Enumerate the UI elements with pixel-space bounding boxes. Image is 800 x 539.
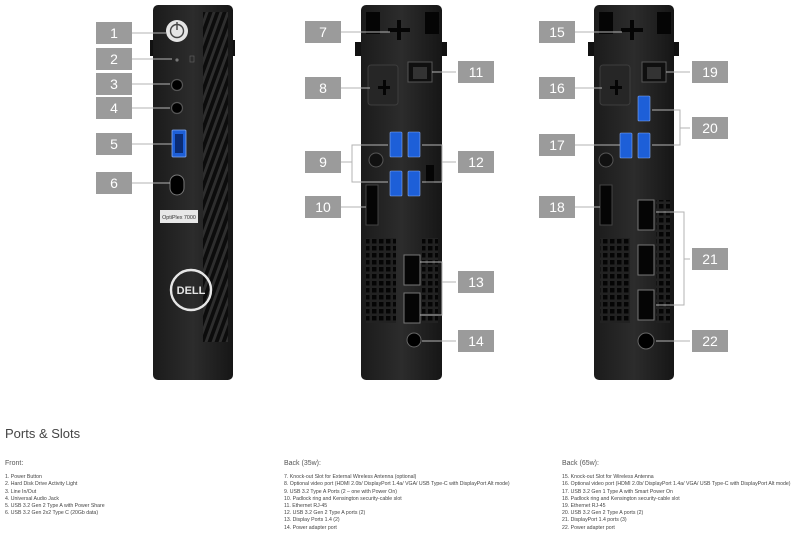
displayport-icon	[637, 199, 655, 231]
callout-5: 5	[96, 133, 132, 155]
line-in-out-jack-icon	[170, 78, 184, 92]
list-item: 12. USB 3.2 Gen 2 Type A ports (2)	[284, 510, 366, 517]
product-label-plate	[160, 210, 198, 223]
back-35w-chassis	[355, 5, 447, 380]
product-figure: OptiPlex 7000 DELL	[96, 5, 728, 380]
callout-11: 11	[458, 61, 494, 83]
list-item: 5. USB 3.2 Gen 2 Type A with Power Share	[5, 503, 105, 510]
back-35w-ports-column: Back (35w): 7. Knock-out Slot for Extern…	[284, 460, 510, 532]
displayport-icon	[637, 244, 655, 276]
list-item: 9. USB 3.2 Type A Ports (2 – one with Po…	[284, 488, 397, 495]
callout-12: 12	[458, 151, 494, 173]
list-item: 15. Knock-out Slot for Wireless Antenna	[562, 474, 654, 481]
product-label-text: OptiPlex 7000	[162, 215, 196, 221]
displayport-icon	[403, 254, 421, 286]
power-adapter-port-icon	[637, 332, 655, 350]
kensington-slot-icon	[365, 184, 379, 226]
universal-audio-jack-icon	[170, 101, 184, 115]
list-item: 7. Knock-out Slot for External Wireless …	[284, 474, 417, 481]
callout-8: 8	[305, 77, 341, 99]
callout-19: 19	[692, 61, 728, 83]
callout-21: 21	[692, 248, 728, 270]
section-title: Ports & Slots	[5, 426, 81, 441]
power-adapter-port-icon	[406, 332, 422, 348]
list-item: 18. Padlock ring and Kensington security…	[562, 495, 680, 502]
front-leader-lines	[132, 32, 172, 184]
back-65w-leader-lines	[570, 31, 690, 342]
callout-20: 20	[692, 117, 728, 139]
usb-a-port-icon	[637, 132, 651, 159]
list-item: 4. Universal Audio Jack	[5, 495, 59, 502]
back-35w-leader-lines	[336, 31, 456, 342]
column-title: Back (35w):	[284, 460, 321, 467]
callout-17: 17	[539, 134, 575, 156]
usb-c-port-icon	[169, 174, 185, 196]
callout-4: 4	[96, 97, 132, 119]
callout-22: 22	[692, 330, 728, 352]
list-item: 17. USB 3.2 Gen 1 Type A with Smart Powe…	[562, 488, 673, 495]
front-chassis: OptiPlex 7000 DELL	[150, 5, 235, 380]
padlock-ring-icon	[368, 152, 384, 168]
list-item: 10. Padlock ring and Kensington security…	[284, 495, 402, 502]
power-button-icon	[166, 20, 188, 42]
list-item: 20. USB 3.2 Gen 2 Type A ports (2)	[562, 510, 644, 517]
column-title: Back (65w):	[562, 460, 599, 467]
callout-18: 18	[539, 196, 575, 218]
callout-7: 7	[305, 21, 341, 43]
callout-9: 9	[305, 151, 341, 173]
list-item: 3. Line In/Out	[5, 488, 37, 495]
usb-a-port-icon	[637, 95, 651, 122]
list-item: 13. Display Ports 1.4 (2)	[284, 517, 340, 524]
callout-16: 16	[539, 77, 575, 99]
list-item: 14. Power adapter port	[284, 524, 337, 531]
callout-6: 6	[96, 172, 132, 194]
list-item: 11. Ethernet RJ-45	[284, 503, 328, 510]
back-65w-chassis	[588, 5, 679, 380]
usb-a-port-icon	[407, 170, 421, 197]
list-item: 2. Hard Disk Drive Activity Light	[5, 481, 78, 488]
list-item: 21. DisplayPort 1.4 ports (3)	[562, 517, 627, 524]
list-item: 8. Optional video port (HDMI 2.0b/ Displ…	[284, 481, 510, 488]
callout-3: 3	[96, 73, 132, 95]
drive-icon	[189, 55, 195, 63]
back-65w-ports-column: Back (65w): 15. Knock-out Slot for Wirel…	[562, 460, 791, 532]
svg-text:DELL: DELL	[177, 285, 206, 297]
callout-13: 13	[458, 271, 494, 293]
displayport-icon	[403, 292, 421, 324]
column-title: Front:	[5, 460, 24, 467]
list-item: 19. Ethernet RJ-45	[562, 503, 606, 510]
list-item: 16. Optional video port (HDMI 2.0b/ Disp…	[562, 481, 791, 488]
kensington-slot-icon	[599, 184, 613, 226]
list-item: 22. Power adapter port	[562, 524, 615, 531]
callout-2: 2	[96, 48, 132, 70]
product-illustration: OptiPlex 7000 DELL	[132, 5, 690, 380]
list-item: 1. Power Button	[5, 474, 42, 481]
callout-14: 14	[458, 330, 494, 352]
dell-logo-icon: DELL	[169, 268, 213, 312]
usb-a-port-icon	[619, 132, 633, 159]
padlock-ring-icon	[598, 152, 614, 168]
list-item: 6. USB 3.2 Gen 2x2 Type C (20Gb data)	[5, 510, 99, 517]
hdd-activity-light-icon	[175, 58, 179, 62]
usb-a-port-icon	[389, 131, 403, 158]
callout-15: 15	[539, 21, 575, 43]
usb-a-port-icon	[407, 131, 421, 158]
usb-a-port-icon	[389, 170, 403, 197]
callout-10: 10	[305, 196, 341, 218]
callout-1: 1	[96, 22, 132, 44]
displayport-icon	[637, 289, 655, 321]
front-ports-column: Front: 1. Power Button 2. Hard Disk Driv…	[5, 460, 105, 517]
